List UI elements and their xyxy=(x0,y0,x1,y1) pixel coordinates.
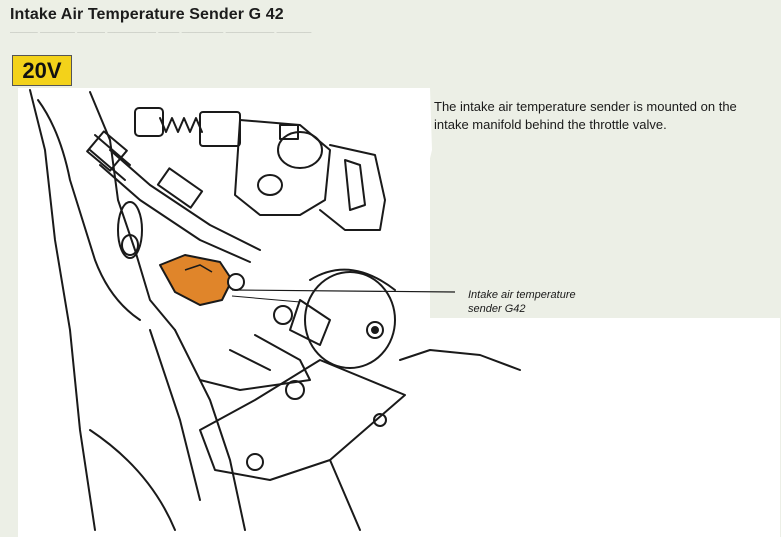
page-title: Intake Air Temperature Sender G 42 xyxy=(10,6,284,23)
throttle-body xyxy=(304,271,396,369)
callout-leader-line xyxy=(231,289,456,293)
cable xyxy=(109,149,261,251)
callout-line-2: sender G42 xyxy=(468,303,526,315)
sender-g42-highlight xyxy=(159,254,233,306)
bleed-through-text: ▔▔▔▔ ▔▔▔▔▔ ▔▔▔▔ ▔▔▔▔▔▔▔ ▔▔▔ ▔▔▔▔▔▔ ▔▔▔▔▔… xyxy=(10,32,312,42)
description-text: The intake air temperature sender is mou… xyxy=(434,99,737,132)
engine-badge: 20V xyxy=(12,55,72,86)
illustration-panel xyxy=(18,88,780,537)
mounting-bracket xyxy=(199,359,406,481)
sender-callout-label: Intake air temperature sender G42 xyxy=(468,288,628,316)
spring xyxy=(159,117,203,133)
callout-line-1: Intake air temperature xyxy=(468,289,576,301)
manifold-casting xyxy=(29,89,96,531)
